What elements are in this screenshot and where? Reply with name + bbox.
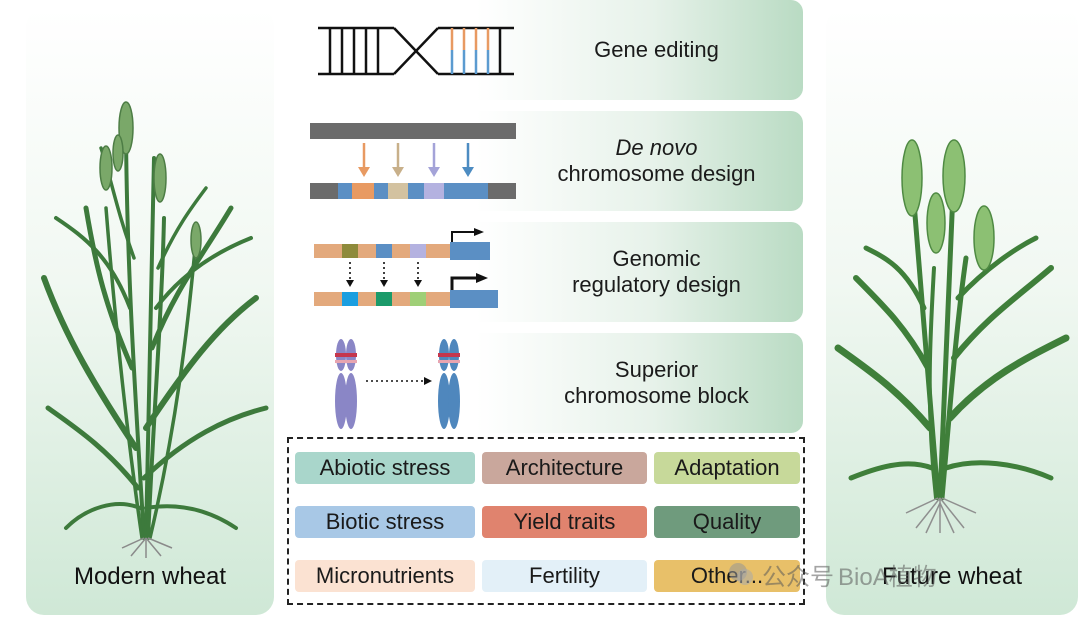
future-wheat-plant-icon (834, 139, 1070, 534)
superior-block-label: Superior chromosome block (510, 333, 803, 433)
de-novo-label: De novo chromosome design (510, 111, 803, 211)
genomic-regulatory-label: Genomic regulatory design (510, 222, 803, 322)
regulatory-elements-icon (314, 228, 498, 308)
trait-micronutrients: Micronutrients (295, 560, 475, 592)
modern-wheat-panel: Modern wheat (26, 8, 274, 615)
trait-architecture: Architecture (482, 452, 647, 484)
watermark: 公众号 BioA植物 (726, 556, 937, 592)
chromosome-transfer-icon (335, 339, 460, 429)
future-wheat-label: Future wheat (881, 563, 1023, 590)
dna-edit-icon (318, 26, 514, 76)
watermark-account-text: BioA植物 (838, 563, 937, 591)
future-wheat-panel: Future wheat (826, 8, 1078, 615)
gene-editing-label: Gene editing (510, 0, 803, 100)
trait-biotic-stress: Biotic stress (295, 506, 475, 538)
trait-grid: Abiotic stress Architecture Adaptation B… (287, 437, 805, 605)
de-novo-rest-text: chromosome design (557, 161, 756, 186)
de-novo-italic-text: De novo (615, 135, 698, 160)
genomic-regulatory-row: Genomic regulatory design (300, 222, 803, 322)
gene-editing-row: Gene editing (300, 0, 803, 100)
trait-quality: Quality (654, 506, 800, 538)
watermark-source-text: 公众号 (762, 563, 834, 591)
genomic-regulatory-line1: Genomic (612, 246, 701, 271)
wechat-logo-icon (729, 563, 753, 585)
trait-adaptation: Adaptation (654, 452, 800, 484)
genomic-regulatory-line2: regulatory design (572, 272, 741, 297)
modern-wheat-plant-icon (41, 101, 269, 558)
trait-abiotic-stress: Abiotic stress (295, 452, 475, 484)
gene-editing-text: Gene editing (594, 37, 719, 62)
superior-block-line1: Superior (614, 357, 699, 382)
superior-block-row: Superior chromosome block (300, 333, 803, 433)
trait-other: Other... (654, 560, 800, 592)
trait-yield-traits: Yield traits (482, 506, 647, 538)
de-novo-row: De novo chromosome design (300, 111, 803, 211)
chromosome-synthesis-icon (310, 123, 516, 199)
superior-block-line2: chromosome block (564, 383, 749, 408)
trait-fertility: Fertility (482, 560, 647, 592)
modern-wheat-label: Modern wheat (73, 563, 227, 590)
